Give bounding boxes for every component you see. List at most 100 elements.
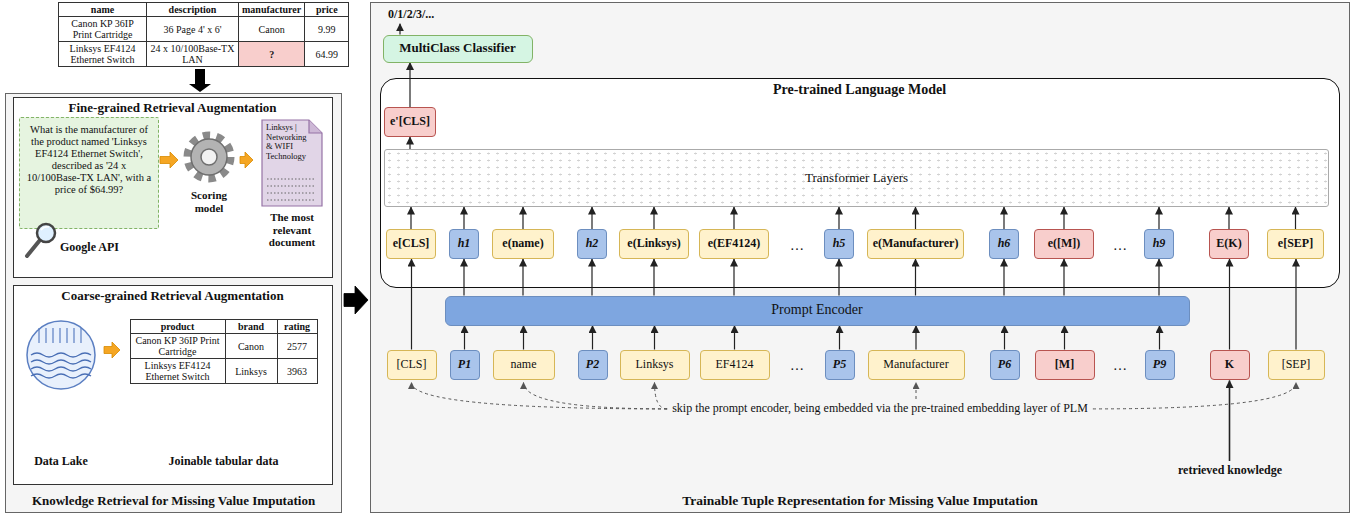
- table-cell-text: Canon: [242, 24, 301, 35]
- token-label: P6: [998, 358, 1011, 372]
- token-label: P9: [1153, 358, 1166, 372]
- token-label: e(Linksys): [627, 237, 680, 251]
- embedding-box: h1: [449, 229, 479, 259]
- table-cell-text: Linksys EF4124 Ethernet Switch: [134, 360, 222, 382]
- gear-icon: [181, 129, 237, 185]
- skip-leader: [916, 383, 917, 400]
- table-cell-text: ?: [242, 49, 301, 60]
- connector: [409, 137, 410, 149]
- connector: [1004, 326, 1005, 350]
- table-cell-text: 24 x 10/100Base-TX LAN: [150, 43, 235, 65]
- connector: [1229, 259, 1230, 350]
- connector: [653, 259, 654, 296]
- embedding-box: h6: [989, 229, 1019, 259]
- connector: [733, 207, 734, 229]
- connector: [409, 63, 410, 108]
- connector: [591, 207, 592, 229]
- table-cell: 2577: [277, 334, 317, 359]
- plm-box: Pre-trained Language Modele'[CLS]Transfo…: [380, 78, 1340, 288]
- table-cell: product: [130, 320, 225, 334]
- token-label: h2: [586, 237, 599, 251]
- table-cell-text: 3963: [281, 366, 314, 377]
- input-token: Linksys: [620, 350, 690, 380]
- table-row: namedescriptionmanufacturerprice: [59, 3, 349, 17]
- token-label: [M]: [1055, 358, 1074, 372]
- label-holder: …: [785, 356, 809, 374]
- input-token: P2: [578, 350, 608, 380]
- input-token: [CLS]: [387, 350, 437, 380]
- data-lake-icon: [25, 319, 97, 391]
- input-token: [SEP]: [1268, 350, 1325, 380]
- table-cell: Linksys: [225, 359, 277, 384]
- table-cell-text: Canon: [229, 341, 274, 352]
- connector: [915, 207, 916, 229]
- table-cell: Canon: [225, 334, 277, 359]
- token-label: name: [511, 358, 537, 372]
- retrieved-knowledge-label: retrieved knowledge: [1178, 464, 1282, 478]
- token-label: P2: [586, 358, 599, 372]
- token-label: h6: [998, 237, 1011, 251]
- connector: [463, 207, 464, 229]
- icon-caption: Scoring model: [179, 189, 239, 214]
- connector: [522, 259, 523, 296]
- token-label: e[SEP]: [1278, 237, 1313, 251]
- table-cell-text: Canon KP 36IP Print Cartridge: [62, 18, 143, 40]
- connector: [1295, 259, 1296, 350]
- embedding-box: h2: [577, 229, 607, 259]
- panel: Trainable Tuple Representation for Missi…: [370, 2, 1350, 513]
- input-token: K: [1210, 350, 1250, 380]
- token-label: Manufacturer: [883, 358, 948, 372]
- token-label: [CLS]: [397, 358, 427, 372]
- table-cell: Linksys EF4124 Ethernet Switch: [59, 42, 147, 67]
- output-classes: 0/1/2/3/...: [388, 8, 434, 22]
- connector: [464, 326, 465, 350]
- connector: [1228, 207, 1229, 229]
- label-holder: skip the prompt encoder, being embedded …: [560, 398, 1200, 416]
- token-label: h1: [458, 237, 471, 251]
- connector: [1003, 259, 1004, 296]
- transformer-box: Transformer Layers: [384, 149, 1329, 207]
- ellipsis: …: [1113, 238, 1127, 254]
- table-cell-text: 64.99: [308, 49, 345, 60]
- group-title: Coarse-grained Retrieval Augmentation: [61, 289, 283, 304]
- connector: [1159, 326, 1160, 350]
- table-cell: name: [59, 3, 147, 17]
- table-cell: description: [147, 3, 239, 17]
- document-icon: Linksys | Networking & WIFI Technology: [261, 119, 323, 207]
- input-token: P9: [1145, 350, 1175, 380]
- table-cell-text: name: [62, 4, 143, 15]
- table-cell: ?: [239, 42, 305, 67]
- node-label: MultiClass Classifier: [399, 41, 516, 56]
- magnifier-icon: [27, 224, 55, 256]
- joinable-table: productbrandratingCanon KP 36IP Print Ca…: [121, 311, 326, 471]
- icon-caption: Joinable tabular data: [169, 455, 279, 469]
- knowledge-arrow: [1229, 381, 1231, 462]
- token-label: E(K): [1216, 237, 1241, 251]
- connector: [734, 326, 735, 350]
- embedding-box: e(EF4124): [699, 229, 769, 259]
- table-cell-text: product: [134, 321, 222, 332]
- connector: [838, 259, 839, 296]
- connector: [1063, 259, 1064, 296]
- token-label: EF4124: [715, 358, 753, 372]
- classifier-box: MultiClass Classifier: [383, 35, 533, 63]
- table-cell-text: 2577: [281, 341, 314, 352]
- input-token: EF4124: [700, 350, 770, 380]
- label-holder: retrieved knowledge: [1170, 460, 1290, 478]
- connector: [915, 259, 916, 296]
- ellipsis: …: [1113, 358, 1127, 374]
- panel-title: Trainable Tuple Representation for Missi…: [682, 493, 1038, 509]
- input-token: P5: [825, 350, 855, 380]
- connector: [1064, 326, 1065, 350]
- connector: [411, 259, 412, 350]
- scoring-model: Scoring model: [179, 129, 239, 229]
- connector: [591, 259, 592, 296]
- table-row: productbrandrating: [130, 320, 317, 334]
- embedding-box: e[SEP]: [1267, 229, 1324, 259]
- token-label: e(Manufacturer): [873, 237, 959, 251]
- embedding-box: e(Manufacturer): [867, 229, 964, 259]
- table-cell-text: 9.99: [308, 24, 345, 35]
- table-cell: rating: [277, 320, 317, 334]
- group-title: Pre-trained Language Model: [773, 82, 946, 98]
- connector: [463, 259, 464, 296]
